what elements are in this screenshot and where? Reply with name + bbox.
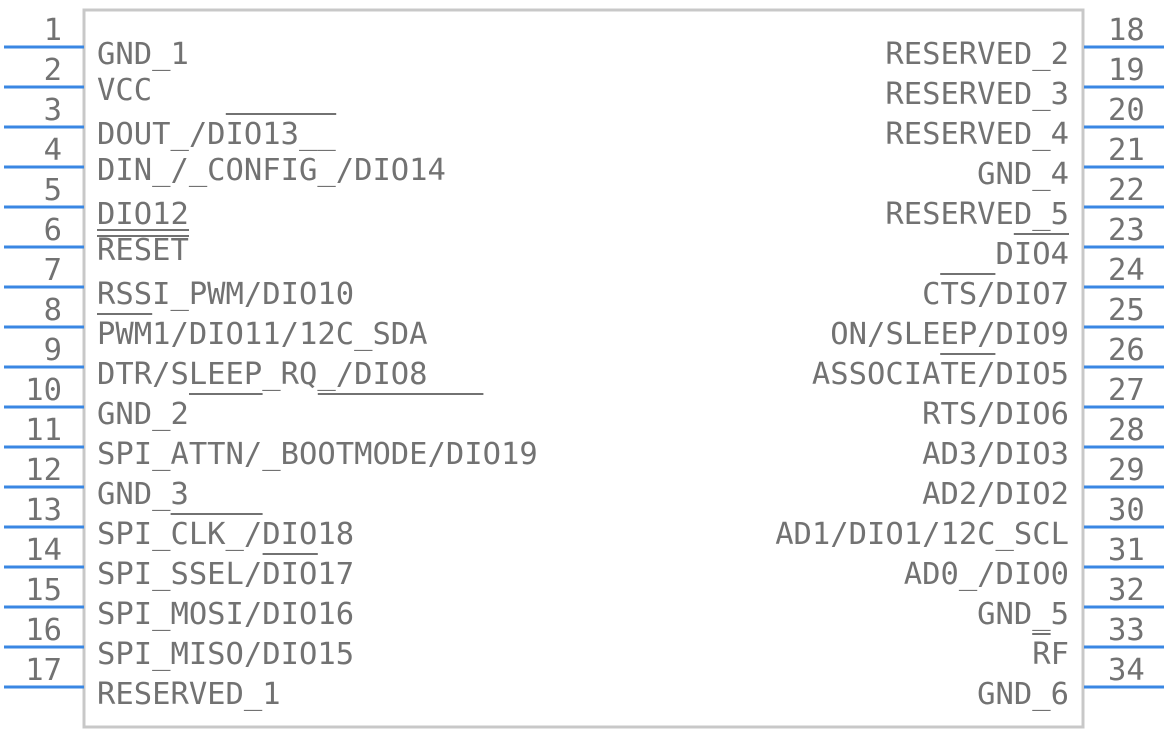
pin-label-rf: RF	[1032, 637, 1069, 672]
pin-5-number: 5	[44, 173, 62, 208]
pin-33-number: 33	[1108, 613, 1145, 648]
pin-23-number: 23	[1108, 213, 1145, 248]
pin-32-number: 32	[1108, 573, 1145, 608]
pin-31-number: 31	[1108, 533, 1145, 568]
pin-label-reserved-1: RESERVED_1	[97, 677, 281, 712]
pin-label-spi-clk-dio18: SPI_CLK_/DIO18	[97, 517, 354, 552]
pin-label-gnd-6: GND_6	[977, 677, 1069, 712]
pin-label-ad1-dio1-12c-scl: AD1/DIO1/12C_SCL	[775, 517, 1069, 552]
pin-12-number: 12	[25, 453, 62, 488]
pin-21-number: 21	[1108, 133, 1145, 168]
pin-27-number: 27	[1108, 373, 1145, 408]
pin-label-reserved-5: RESERVED_5	[885, 197, 1069, 232]
pin-17-number: 17	[25, 653, 62, 688]
pin-label-rssi-pwm-dio10: RSSI_PWM/DIO10	[97, 277, 354, 312]
pin-24-number: 24	[1108, 253, 1145, 288]
pin-7-number: 7	[44, 253, 62, 288]
pin-3-number: 3	[44, 93, 62, 128]
pin-label-dout-dio13: DOUT_/DIO13__	[97, 117, 336, 152]
pin-label-pwm1-dio11-12c-sda: PWM1/DIO11/12C_SDA	[97, 317, 428, 352]
pin-label-gnd-2: GND_2	[97, 397, 189, 432]
pin-14-number: 14	[25, 533, 62, 568]
pin-2-number: 2	[44, 53, 62, 88]
pin-label-dio4: DIO4	[996, 237, 1069, 272]
pin-22-number: 22	[1108, 173, 1145, 208]
pin-30-number: 30	[1108, 493, 1145, 528]
pin-label-rts-dio6: RTS/DIO6	[922, 397, 1069, 432]
pin-4-number: 4	[44, 133, 62, 168]
pin-label-ad3-dio3: AD3/DIO3	[922, 437, 1069, 472]
pin-16-number: 16	[25, 613, 62, 648]
pin-15-number: 15	[25, 573, 62, 608]
pin-26-number: 26	[1108, 333, 1145, 368]
pin-label-gnd-3: GND_3	[97, 477, 189, 512]
pin-label-spi-attn-bootmode-dio19: SPI_ATTN/_BOOTMODE/DIO19	[97, 437, 538, 472]
pin-11-number: 11	[25, 413, 62, 448]
pin-9-number: 9	[44, 333, 62, 368]
pin-10-number: 10	[25, 373, 62, 408]
overbar-group	[97, 113, 1069, 635]
pin-label-vcc: VCC	[97, 73, 152, 108]
pin-label-gnd-4: GND_4	[977, 157, 1069, 192]
pin-label-spi-mosi-dio16: SPI_MOSI/DIO16	[97, 597, 354, 632]
pin-29-number: 29	[1108, 453, 1145, 488]
pin-label-dio12: DIO12	[97, 197, 189, 232]
pin-label-spi-miso-dio15: SPI_MISO/DIO15	[97, 637, 354, 672]
pin-19-number: 19	[1108, 53, 1145, 88]
pin-label-reserved-3: RESERVED_3	[885, 77, 1069, 112]
pin-label-associate-dio5: ASSOCIATE/DIO5	[812, 357, 1069, 392]
pin-34-number: 34	[1108, 653, 1145, 688]
pin-1-number: 1	[44, 13, 62, 48]
pin-28-number: 28	[1108, 413, 1145, 448]
pin-label-gnd-1: GND_1	[97, 37, 189, 72]
pin-20-number: 20	[1108, 93, 1145, 128]
pin-label-gnd-5: GND_5	[977, 597, 1069, 632]
pin-8-number: 8	[44, 293, 62, 328]
pin-label-cts-dio7: CTS/DIO7	[922, 277, 1069, 312]
pin-label-reserved-4: RESERVED_4	[885, 117, 1069, 152]
pin-13-number: 13	[25, 493, 62, 528]
pin-label-reset: RESET	[97, 233, 189, 268]
pin-label-ad0-dio0: AD0_/DIO0	[904, 557, 1069, 592]
pin-6-number: 6	[44, 213, 62, 248]
pin-label-on-sleep-dio9: ON/SLEEP/DIO9	[830, 317, 1069, 352]
pin-25-number: 25	[1108, 293, 1145, 328]
pin-label-ad2-dio2: AD2/DIO2	[922, 477, 1069, 512]
pin-18-number: 18	[1108, 13, 1145, 48]
pin-label-spi-ssel-dio17: SPI_SSEL/DIO17	[97, 557, 354, 592]
pin-label-dtr-sleep-rq-dio8: DTR/SLEEP_RQ_/DIO8	[97, 357, 428, 392]
pin-label-din-config-dio14: DIN_/_CONFIG_/DIO14	[97, 153, 446, 188]
pin-label-reserved-2: RESERVED_2	[885, 37, 1069, 72]
